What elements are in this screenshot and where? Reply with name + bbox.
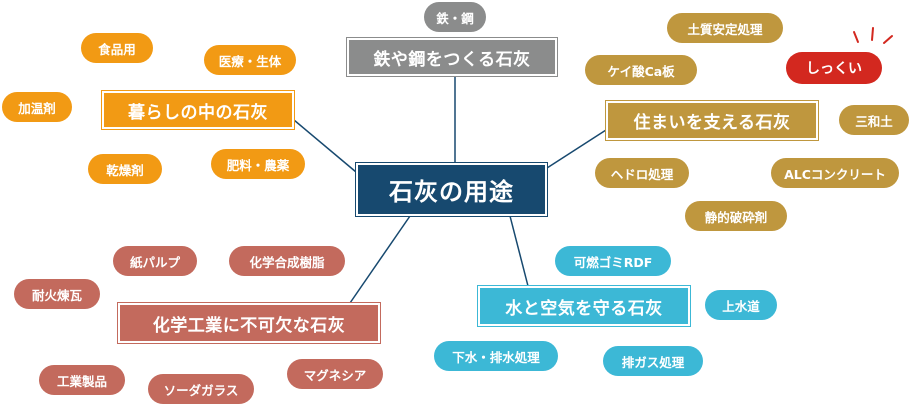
item-kansouzai: 乾燥剤 [88, 154, 162, 184]
item-tataki: 三和土 [839, 105, 909, 135]
connector-chemical [349, 215, 411, 304]
item-haigasu-shori: 排ガス処理 [603, 346, 703, 376]
center-node: 石灰の用途 [356, 163, 547, 216]
item-shikkui: しっくい [786, 52, 882, 84]
item-kanen-gomi-rdf: 可燃ゴミRDF [555, 246, 671, 276]
connector-housing [546, 129, 607, 169]
item-gesui-haisui: 下水・排水処理 [434, 341, 558, 371]
item-keisan-ca-ban: ケイ酸Ca板 [585, 55, 697, 85]
highlight-spark-icon [853, 27, 893, 44]
connector-life [293, 119, 357, 173]
item-iryou-seitai: 医療・生体 [204, 45, 296, 75]
item-jousuidou: 上水道 [705, 290, 777, 320]
connector-water [509, 215, 529, 287]
item-kaonzai: 加温剤 [2, 92, 72, 122]
item-doshitsu-antei: 土質安定処理 [667, 13, 783, 43]
item-shokuhin: 食品用 [81, 33, 153, 63]
category-chemical: 化学工業に不可欠な石灰 [118, 303, 380, 343]
item-kagaku-gousei-jushi: 化学合成樹脂 [229, 246, 345, 276]
item-hedoro-shori: ヘドロ処理 [595, 158, 689, 188]
item-tetsu-kou: 鉄・鋼 [424, 2, 486, 32]
category-life: 暮らしの中の石灰 [102, 91, 294, 129]
item-alc-concrete: ALCコンクリート [771, 158, 899, 188]
category-steel: 鉄や鋼をつくる石灰 [347, 38, 557, 76]
item-hiryou-nouyaku: 肥料・農薬 [211, 149, 305, 179]
item-taika-renga: 耐火煉瓦 [14, 279, 100, 309]
item-kami-pulp: 紙パルプ [113, 246, 197, 276]
category-water: 水と空気を守る石灰 [478, 286, 690, 326]
item-kougyou-seihin: 工業製品 [39, 365, 125, 395]
item-seiteki-hasaizai: 静的破砕剤 [685, 201, 787, 231]
item-magnesia: マグネシア [287, 359, 383, 389]
category-housing: 住まいを支える石灰 [606, 101, 818, 140]
item-soda-glass: ソーダガラス [148, 374, 254, 404]
